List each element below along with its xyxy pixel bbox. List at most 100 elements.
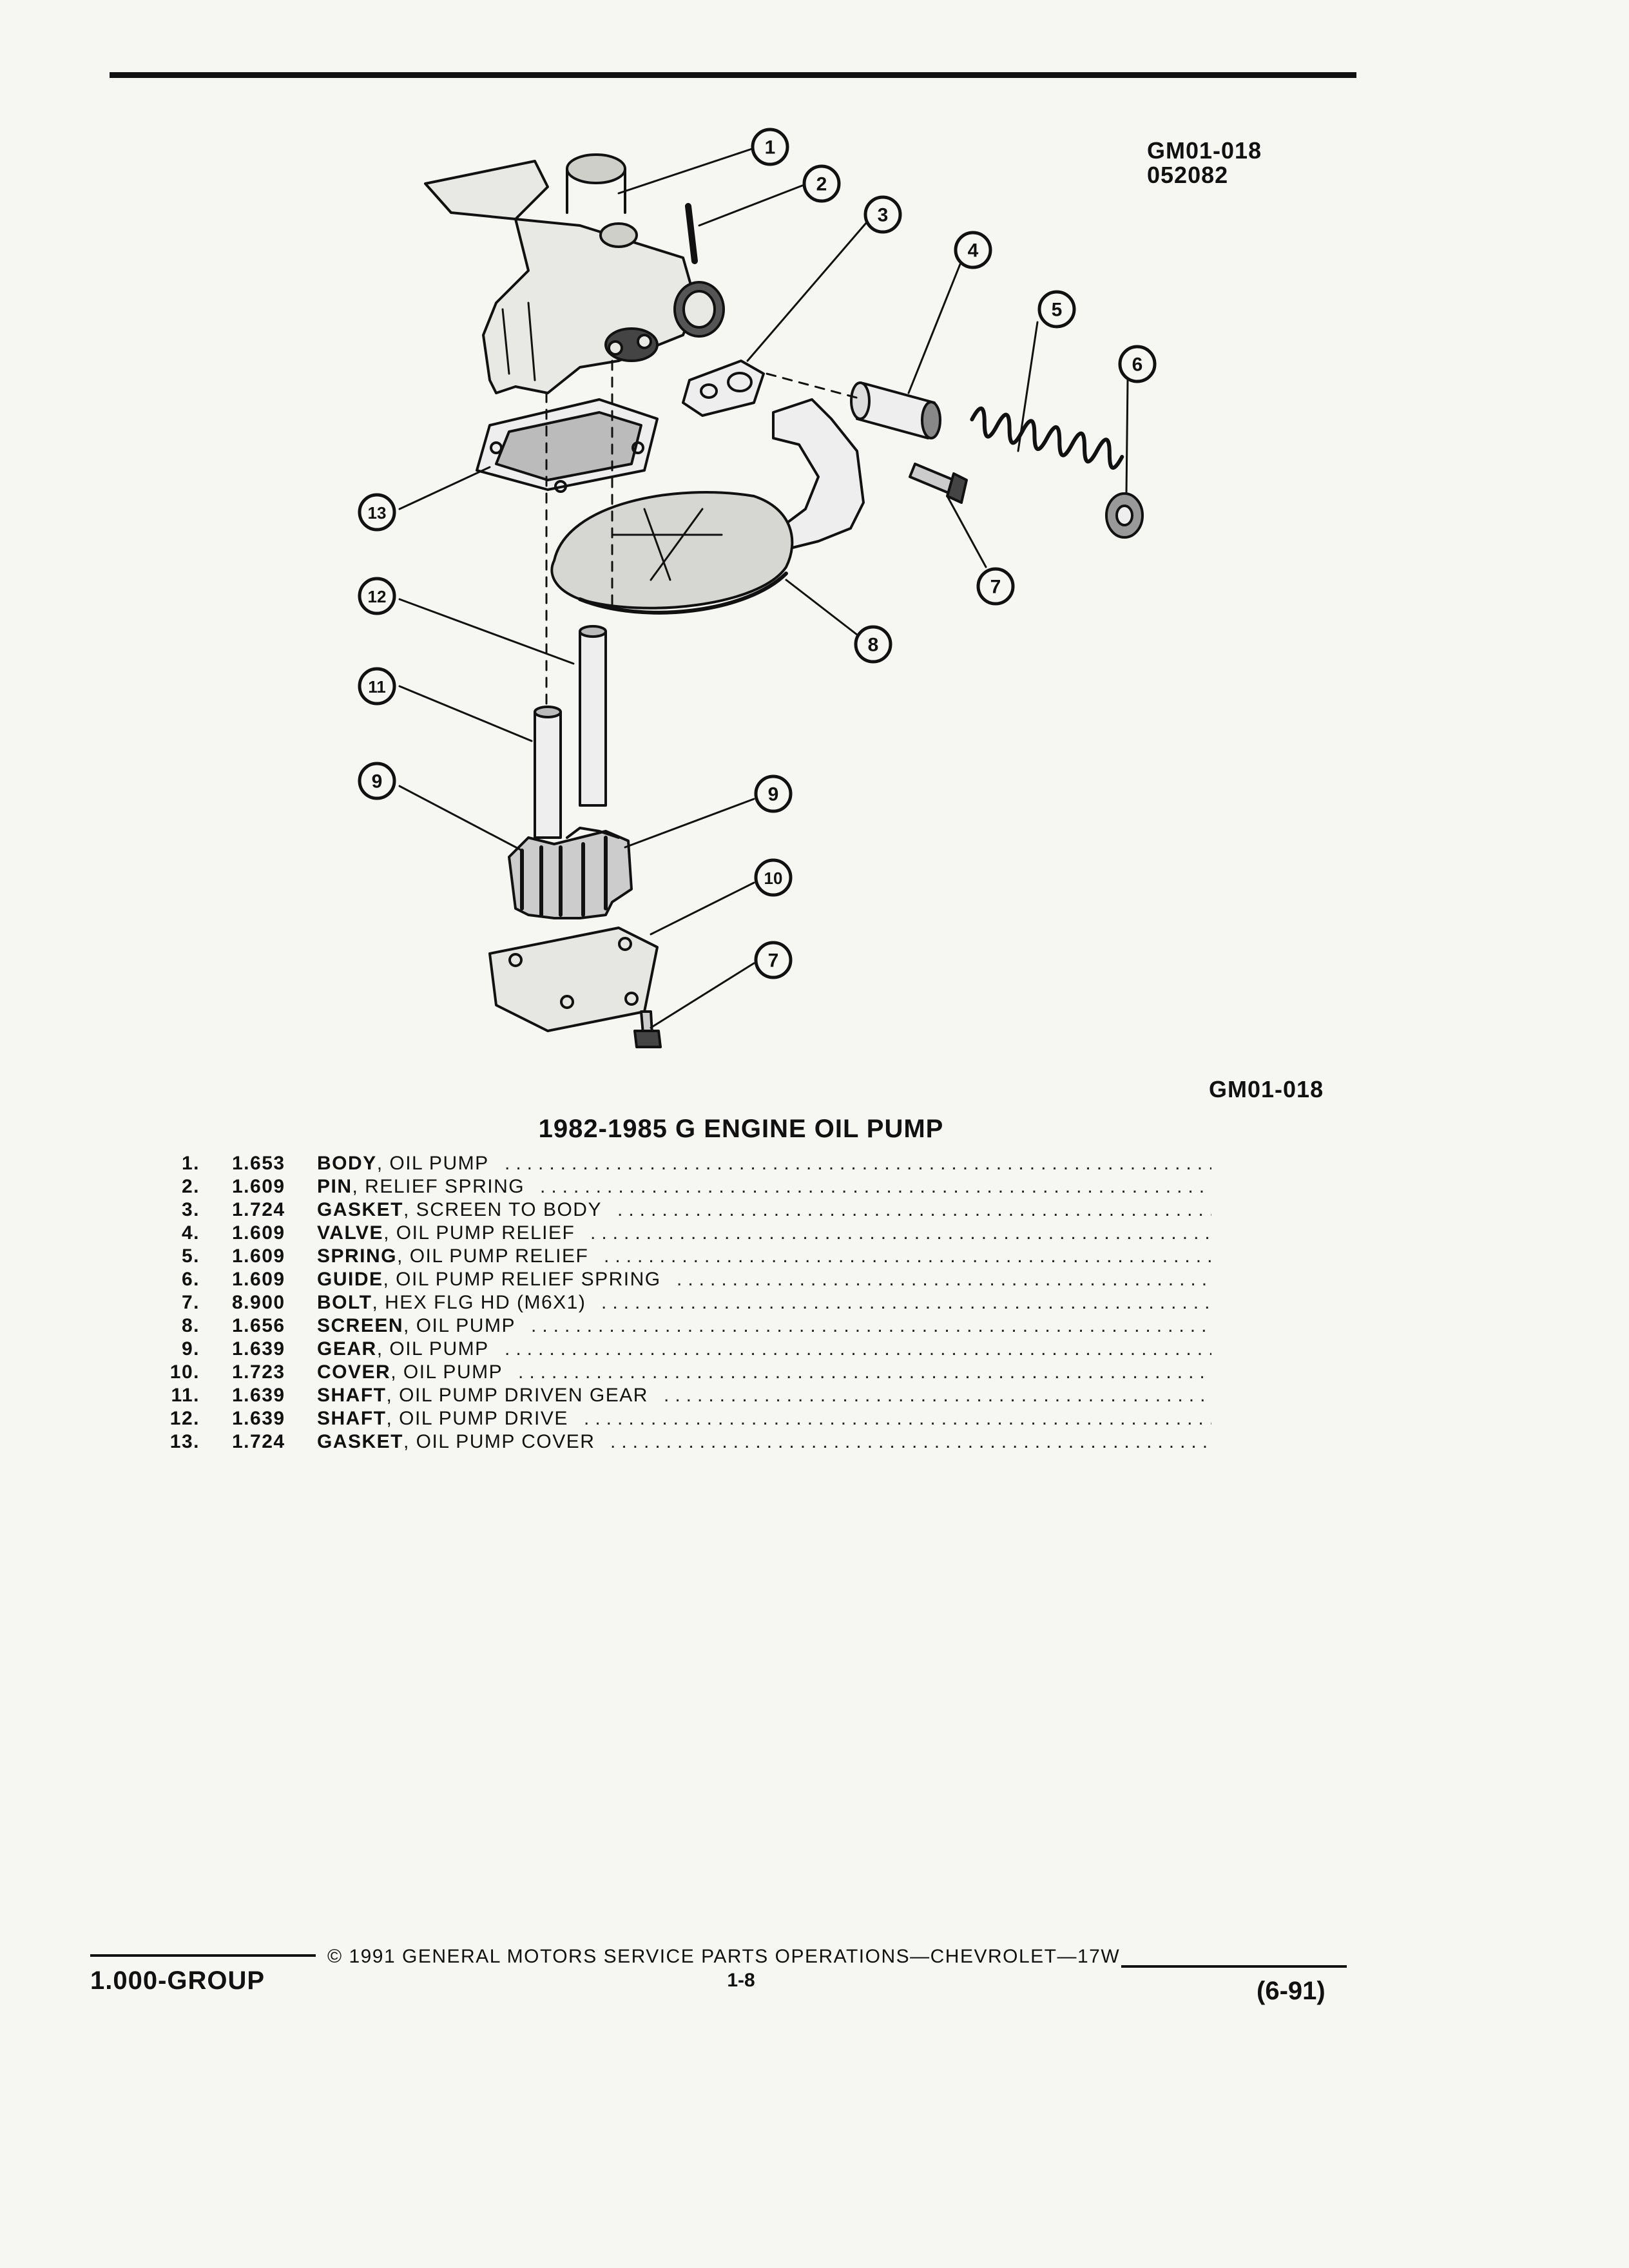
leader-dots: ........................................… <box>677 1269 1211 1290</box>
part-group-code: 1.639 <box>232 1338 285 1360</box>
relief-valve-drawing <box>850 381 941 439</box>
part-detail: , SCREEN TO BODY <box>403 1199 602 1220</box>
callout-12: 12 <box>368 587 387 606</box>
part-ref-number: 7. <box>181 1292 200 1313</box>
part-name: SHAFT <box>317 1385 387 1406</box>
gasket-screen-drawing <box>682 360 765 417</box>
leader-dots: ........................................… <box>540 1176 1211 1197</box>
callout-3: 3 <box>878 205 889 226</box>
part-ref-number: 3. <box>181 1199 200 1220</box>
figure-id-header: GM01-018 052082 <box>1147 139 1262 187</box>
driven-shaft-drawing <box>534 706 562 839</box>
part-description: BOLT, HEX FLG HD (M6X1) <box>317 1291 586 1314</box>
footer-page-number: 1-8 <box>727 1970 755 1991</box>
top-rule <box>110 72 1356 78</box>
part-description: BODY, OIL PUMP <box>317 1152 489 1175</box>
footer-date: (6-91) <box>1257 1977 1325 2005</box>
footer-rule-right <box>1121 1965 1347 1968</box>
part-name: PIN <box>317 1176 352 1197</box>
footer-rule-left <box>90 1954 316 1957</box>
part-description: SCREEN, OIL PUMP <box>317 1314 516 1338</box>
part-description: GEAR, OIL PUMP <box>317 1338 489 1361</box>
part-group-code: 1.723 <box>232 1361 285 1383</box>
leader-dots: ........................................… <box>617 1199 1211 1220</box>
callout-7: 7 <box>990 577 1001 598</box>
leader-dots: ........................................… <box>601 1292 1211 1313</box>
parts-list-row: 13. 1.724 GASKET, OIL PUMP COVER..........… <box>148 1430 1211 1454</box>
part-name: BODY <box>317 1153 377 1174</box>
part-detail: , OIL PUMP <box>376 1153 489 1174</box>
pin-drawing <box>685 203 698 264</box>
part-description: VALVE, OIL PUMP RELIEF <box>317 1222 575 1245</box>
part-description: GASKET, SCREEN TO BODY <box>317 1198 602 1222</box>
leader-dots: ........................................… <box>590 1222 1211 1244</box>
part-ref-number: 9. <box>181 1338 200 1360</box>
parts-list-row: 10. 1.723 COVER, OIL PUMP.................… <box>148 1361 1211 1384</box>
part-ref-number: 8. <box>181 1315 200 1336</box>
pump-cover-drawing <box>488 927 659 1032</box>
leader-dots: ........................................… <box>505 1338 1211 1360</box>
pump-cover-gasket-drawing <box>476 398 659 493</box>
part-detail: , OIL PUMP RELIEF <box>383 1222 575 1244</box>
part-name: GASKET <box>317 1199 404 1220</box>
leader-dots: ........................................… <box>518 1361 1211 1383</box>
callout-10: 10 <box>764 869 783 888</box>
callout-2: 2 <box>816 174 827 195</box>
part-group-code: 1.609 <box>232 1269 285 1290</box>
parts-list-row: 6. 1.609 GUIDE, OIL PUMP RELIEF SPRING....… <box>148 1268 1211 1291</box>
part-detail: , OIL PUMP <box>390 1361 503 1383</box>
callout-9-right: 9 <box>768 784 779 805</box>
part-name: VALVE <box>317 1222 384 1244</box>
leader-dots: ........................................… <box>610 1431 1211 1452</box>
part-ref-number: 1. <box>181 1153 200 1174</box>
figure-id: GM01-018 <box>1147 137 1262 164</box>
part-name: BOLT <box>317 1292 372 1313</box>
callout-4: 4 <box>968 240 979 262</box>
leader-dots: ........................................… <box>604 1245 1211 1267</box>
part-name: GUIDE <box>317 1269 383 1290</box>
part-detail: , OIL PUMP DRIVE <box>386 1408 568 1429</box>
part-group-code: 1.639 <box>232 1385 285 1406</box>
part-group-code: 1.639 <box>232 1408 285 1429</box>
part-group-code: 1.609 <box>232 1245 285 1267</box>
figure-id-footer: GM01-018 <box>1209 1076 1324 1102</box>
page-title: 1982-1985 G ENGINE OIL PUMP <box>538 1115 944 1143</box>
part-ref-number: 13. <box>169 1431 200 1452</box>
part-name: SCREEN <box>317 1315 404 1336</box>
leader-dots: ........................................… <box>505 1153 1211 1174</box>
bolt-drawing <box>909 463 968 504</box>
drive-shaft-drawing <box>579 625 607 807</box>
leader-dots: ........................................… <box>531 1315 1211 1336</box>
part-description: GASKET, OIL PUMP COVER <box>317 1430 595 1454</box>
callout-13: 13 <box>368 503 387 523</box>
callout-9-left: 9 <box>372 771 383 793</box>
part-ref-number: 6. <box>181 1269 200 1290</box>
part-group-code: 1.724 <box>232 1431 285 1452</box>
part-ref-number: 12. <box>169 1408 200 1429</box>
part-description: SHAFT, OIL PUMP DRIVE <box>317 1407 568 1430</box>
part-ref-number: 4. <box>181 1222 200 1244</box>
part-name: SHAFT <box>317 1408 387 1429</box>
part-description: GUIDE, OIL PUMP RELIEF SPRING <box>317 1268 661 1291</box>
part-detail: , OIL PUMP DRIVEN GEAR <box>386 1385 648 1406</box>
part-ref-number: 10. <box>169 1361 200 1383</box>
part-name: SPRING <box>317 1245 398 1267</box>
parts-list-row: 9. 1.639 GEAR, OIL PUMP...................… <box>148 1338 1211 1361</box>
part-detail: , OIL PUMP RELIEF <box>397 1245 589 1267</box>
relief-spring-drawing <box>970 406 1124 470</box>
part-ref-number: 11. <box>171 1385 200 1406</box>
part-name: GASKET <box>317 1431 404 1452</box>
parts-list-row: 1. 1.653 BODY, OIL PUMP...................… <box>148 1152 1211 1175</box>
parts-list-row: 8. 1.656 SCREEN, OIL PUMP.................… <box>148 1314 1211 1338</box>
callout-11: 11 <box>368 677 386 697</box>
part-ref-number: 2. <box>181 1176 200 1197</box>
part-description: COVER, OIL PUMP <box>317 1361 503 1384</box>
part-group-code: 1.653 <box>232 1153 285 1174</box>
part-group-code: 1.656 <box>232 1315 285 1336</box>
